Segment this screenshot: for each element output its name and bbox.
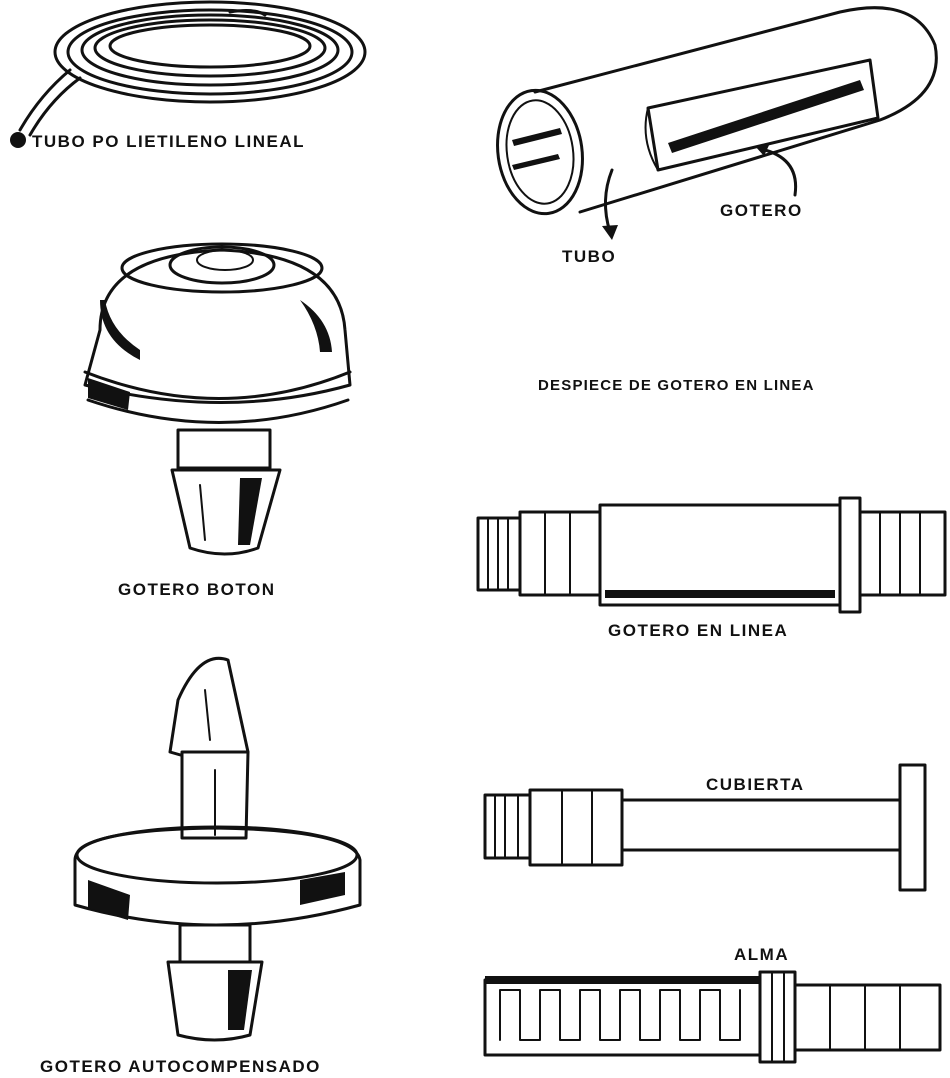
label-gotero-boton: GOTERO BOTON — [118, 580, 275, 599]
label-tubo-polietileno: TUBO PO LIETILENO LINEAL — [32, 132, 305, 151]
tube-cutaway — [496, 6, 938, 240]
tube-end-icon — [10, 132, 26, 148]
dripper-core — [483, 970, 942, 1064]
label-gotero: GOTERO — [720, 201, 803, 220]
button-dripper — [83, 242, 352, 556]
label-alma: ALMA — [734, 945, 789, 964]
coiled-polyethylene-tube — [10, 0, 367, 148]
pressure-compensating-dripper — [73, 657, 362, 1042]
dripper-cover — [483, 763, 927, 892]
label-tubo: TUBO — [562, 247, 616, 266]
label-gotero-en-linea: GOTERO EN LINEA — [608, 621, 788, 640]
label-gotero-autocompensado: GOTERO AUTOCOMPENSADO — [40, 1057, 321, 1076]
label-cubierta: CUBIERTA — [706, 775, 805, 794]
label-despiece: DESPIECE DE GOTERO EN LINEA — [538, 377, 815, 394]
inline-dripper — [476, 496, 947, 614]
